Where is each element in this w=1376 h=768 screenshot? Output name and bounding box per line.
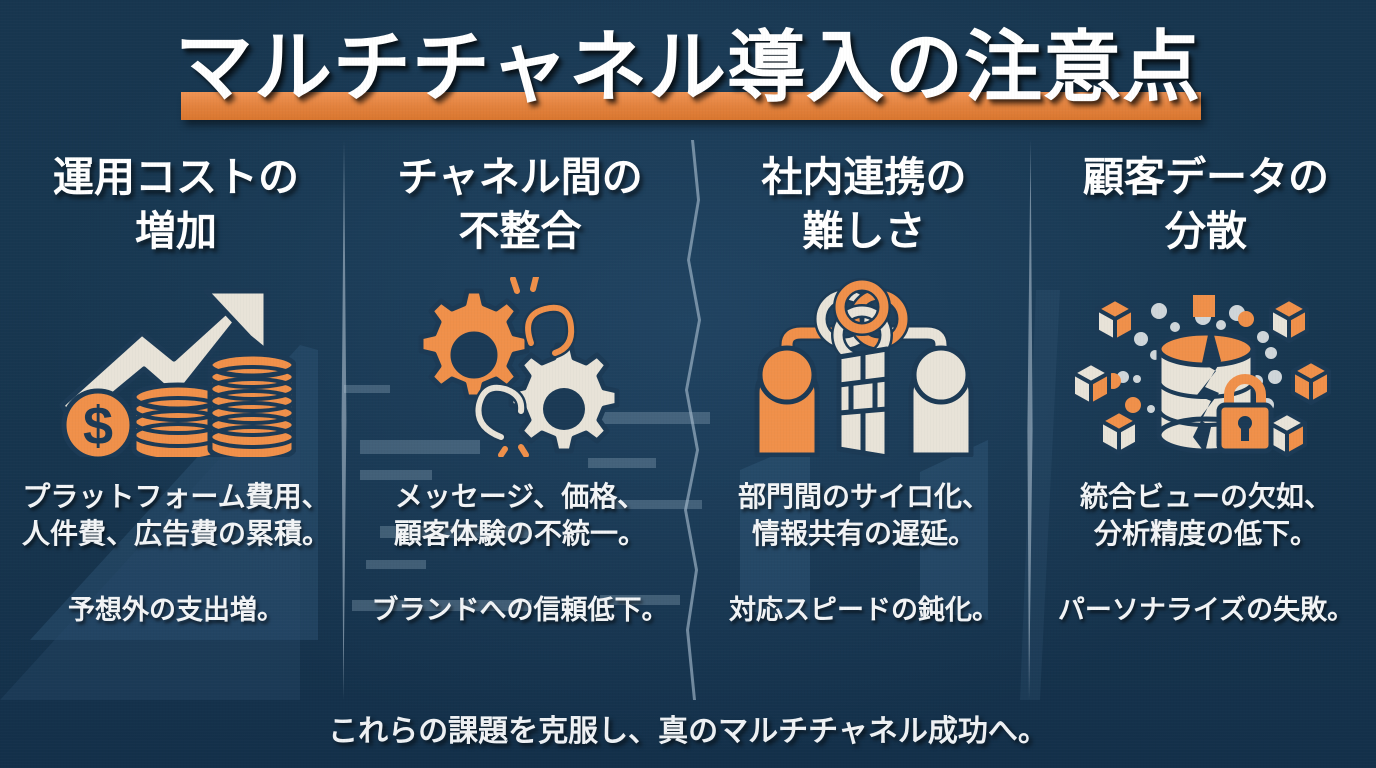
column-detail-line2: 顧客体験の不統一。 xyxy=(393,518,646,549)
title-underline-bar xyxy=(181,92,1201,120)
column-heading-line1: チャネル間の xyxy=(397,154,643,200)
column-heading-line2: 増加 xyxy=(135,208,217,254)
column-detail: 部門間のサイロ化、 情報共有の遅延。 xyxy=(692,478,1036,552)
column-heading-line2: 難しさ xyxy=(802,208,926,254)
page-title: マルチチャネル導入の注意点 xyxy=(174,23,1202,111)
column-heading-line1: 社内連携の xyxy=(761,154,967,200)
column-heading: 運用コストの 増加 xyxy=(4,150,348,268)
column-customer-data-fragmentation: 顧客データの 分散 xyxy=(1034,150,1376,690)
column-heading-line1: 運用コストの xyxy=(53,154,299,200)
broken-gears-chain-icon xyxy=(348,272,692,462)
column-detail-line1: 部門間のサイロ化、 xyxy=(737,481,990,512)
column-impact: 対応スピードの鈍化。 xyxy=(729,595,999,625)
column-channel-inconsistency: チャネル間の 不整合 xyxy=(348,150,692,690)
column-detail-line2: 情報共有の遅延。 xyxy=(751,518,976,549)
column-impact: パーソナライズの失敗。 xyxy=(1057,595,1355,625)
footer-note: これらの課題を克服し、真のマルチチャネル成功へ。 xyxy=(328,715,1048,748)
column-heading-line2: 不整合 xyxy=(458,208,582,254)
column-heading-line2: 分散 xyxy=(1165,208,1247,254)
siloed-people-wall-icon xyxy=(692,272,1036,462)
rising-cost-coins-icon: $ xyxy=(4,272,348,462)
page-title-block: マルチチャネル導入の注意点 xyxy=(0,14,1376,126)
column-heading-line1: 顧客データの xyxy=(1083,154,1329,200)
column-heading: チャネル間の 不整合 xyxy=(348,150,692,268)
column-detail-line2: 人件費、広告費の累積。 xyxy=(21,518,330,549)
column-detail-line1: メッセージ、価格、 xyxy=(394,481,646,512)
column-impact: 予想外の支出増。 xyxy=(68,595,284,625)
column-detail-line2: 分析精度の低下。 xyxy=(1093,518,1318,549)
cracked-database-lock-icon xyxy=(1034,272,1376,462)
column-internal-collaboration: 社内連携の 難しさ xyxy=(692,150,1036,690)
column-heading: 社内連携の 難しさ xyxy=(692,150,1036,268)
column-detail: 統合ビューの欠如、 分析精度の低下。 xyxy=(1034,478,1376,552)
svg-text:$: $ xyxy=(83,396,113,456)
column-detail-line1: プラットフォーム費用、 xyxy=(22,481,330,512)
column-detail: プラットフォーム費用、 人件費、広告費の累積。 xyxy=(4,478,348,552)
column-operating-cost: 運用コストの 増加 xyxy=(4,150,348,690)
column-detail-line1: 統合ビューの欠如、 xyxy=(1079,481,1332,512)
column-heading: 顧客データの 分散 xyxy=(1034,150,1376,268)
column-detail: メッセージ、価格、 顧客体験の不統一。 xyxy=(348,478,692,552)
column-impact: ブランドへの信頼低下。 xyxy=(371,595,669,625)
